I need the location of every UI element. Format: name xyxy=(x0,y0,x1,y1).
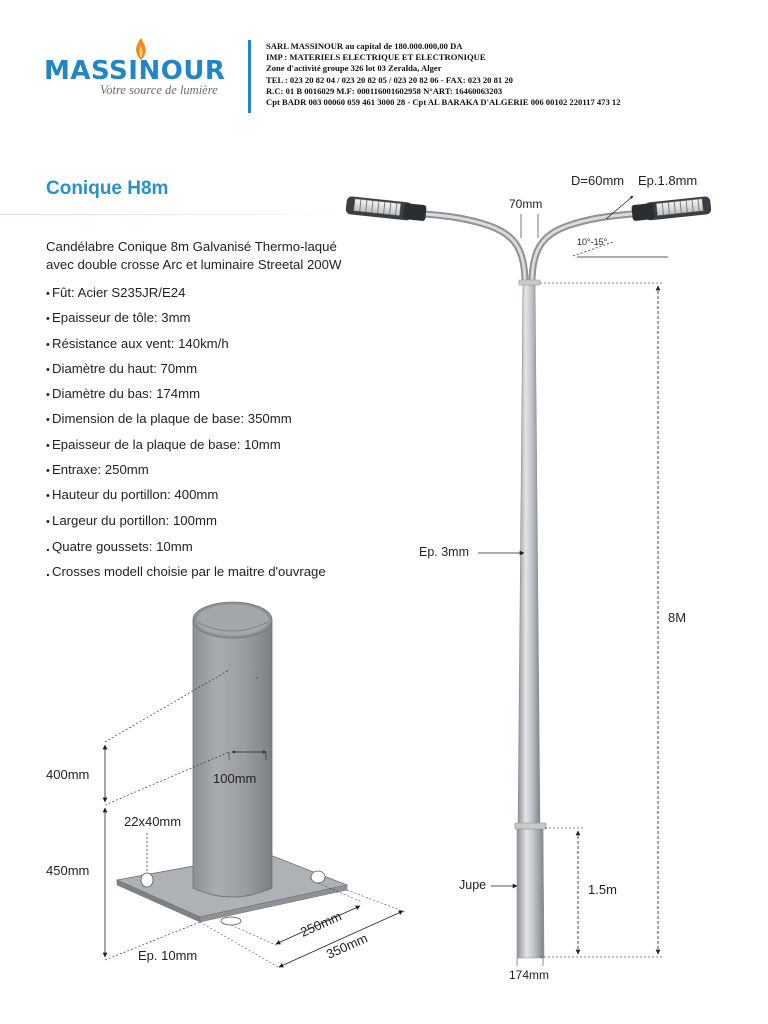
wall-thickness-label: Ep. 3mm xyxy=(419,545,470,559)
spec-item: •Epaisseur de la plaque de base: 10mm xyxy=(46,436,281,452)
base-tube xyxy=(192,619,273,898)
header-divider xyxy=(248,40,251,113)
spec-list: •Fût: Acier S235JR/E24 •Epaisseur de tôl… xyxy=(46,284,326,588)
base-assembly xyxy=(115,601,349,926)
product-description: Candélabre Conique 8m Galvanisé Thermo-l… xyxy=(46,238,341,274)
door-height-label: 400mm xyxy=(46,767,90,782)
spec-item: •Epaisseur de tôle: 3mm xyxy=(46,310,191,326)
title-underline xyxy=(0,214,360,215)
door-width-label: 100mm xyxy=(213,771,257,786)
skirt-label: Jupe xyxy=(459,878,487,892)
spec-item: •Résistance aux vent: 140km/h xyxy=(46,335,229,351)
skirt-height-label: 1.5m xyxy=(588,882,617,897)
slot xyxy=(310,870,326,884)
spec-item: .Crosses modell choisie par le maitre d'… xyxy=(46,563,326,580)
spec-item: •Dimension de la plaque de base: 350mm xyxy=(46,411,292,427)
company-line: R.C: 01 B 0016029 M.F: 000116001602958 N… xyxy=(266,85,503,96)
base-dimensions xyxy=(102,669,406,969)
company-line: TEL : 023 20 82 04 / 023 20 82 05 / 023 … xyxy=(266,74,513,85)
company-line: Zone d'activité groupe 326 lot 03 Zerald… xyxy=(266,63,442,74)
company-line: Cpt BADR 003 00060 059 461 3000 28 - Cpt… xyxy=(266,97,621,108)
right-luminaire xyxy=(631,196,712,221)
top-diameter-label: 70mm xyxy=(509,197,543,211)
tagline: Votre source de lumière xyxy=(100,83,218,97)
description-line: Candélabre Conique 8m Galvanisé Thermo-l… xyxy=(46,239,337,254)
pole-skirt xyxy=(516,825,545,959)
company-line: SARL MASSINOUR au capital de 180.000.000… xyxy=(266,41,463,51)
description-line: avec double crosse Arc et luminaire Stre… xyxy=(46,257,342,272)
flame-icon xyxy=(136,38,146,60)
product-title: Conique H8m xyxy=(46,178,169,199)
slot xyxy=(140,872,154,888)
spec-item: •Entraxe: 250mm xyxy=(46,462,149,478)
luminaire-dims-label: D=60mm xyxy=(571,173,625,188)
pole-shaft xyxy=(517,282,541,829)
left-luminaire xyxy=(345,196,427,221)
company-line: IMP : MATERIELS ELECTRIQUE ET ELECTRONIQ… xyxy=(266,52,486,63)
company-logo: MASSINOUR Votre source de lumière xyxy=(44,38,240,102)
right-arm xyxy=(528,210,636,287)
spec-item: •Fût: Acier S235JR/E24 xyxy=(46,285,186,300)
spec-item: •Largeur du portillon: 100mm xyxy=(46,512,217,528)
spec-item: •Hauteur du portillon: 400mm xyxy=(46,487,219,503)
spec-item: •Diamètre du haut: 70mm xyxy=(46,360,198,376)
pole-dimensions xyxy=(478,195,668,966)
tilt-label: 10°-15° xyxy=(577,237,608,247)
base-height-label: 450mm xyxy=(46,863,90,878)
slot-size-label: 22x40mm xyxy=(124,814,182,829)
base-diameter-label: 174mm xyxy=(509,968,550,982)
left-arm xyxy=(421,210,529,287)
plate-thickness-label: Ep. 10mm xyxy=(138,948,198,963)
pole-height-label: 8M xyxy=(668,610,687,625)
luminaire-thickness-label: Ep.1.8mm xyxy=(638,173,698,188)
spec-item: .Quatre goussets: 10mm xyxy=(46,537,193,554)
slot xyxy=(220,916,242,926)
street-light-pole xyxy=(345,196,712,959)
logo-text: MASSINOUR xyxy=(44,56,226,86)
spec-item: •Diamètre du bas: 174mm xyxy=(46,386,201,402)
company-info: SARL MASSINOUR au capital de 180.000.000… xyxy=(266,41,621,108)
